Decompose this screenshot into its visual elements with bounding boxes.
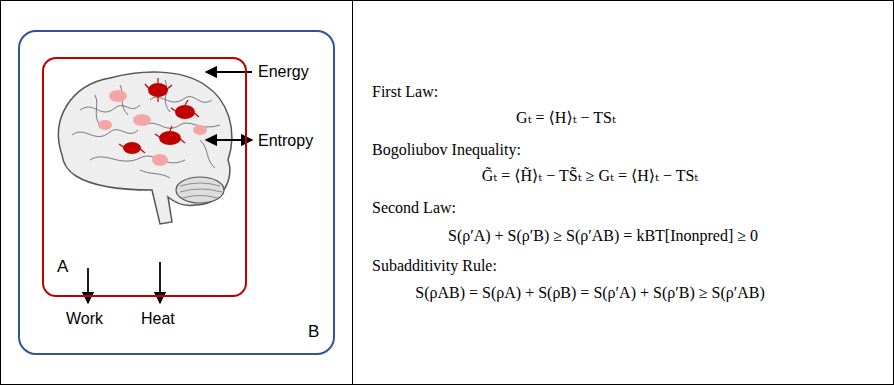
flow-label: Energy: [258, 62, 309, 81]
equation: S(ρAB) = S(ρA) + S(ρB) = S(ρ′A) + S(ρ′B)…: [415, 283, 765, 302]
system-a-box: A: [42, 57, 247, 297]
flow-label: Work: [66, 309, 103, 328]
work-arrow: [87, 268, 89, 303]
brain-illustration: [59, 72, 232, 224]
flow-label: Heat: [141, 309, 175, 328]
equation: G̃ₜ = ⟨H̃⟩ₜ − TS̃ₜ ≥ Gₜ = ⟨H⟩ₜ − TSₜ: [482, 166, 699, 185]
law-heading: Second Law:: [372, 198, 456, 217]
divider: [352, 0, 353, 385]
flow-label: Entropy: [258, 131, 313, 150]
equation: Gₜ = ⟨H⟩ₜ − TSₜ: [516, 108, 616, 127]
equation: S(ρ′A) + S(ρ′B) ≥ S(ρ′AB) = kBT[Inonpred…: [448, 226, 758, 245]
law-heading: Subadditivity Rule:: [372, 256, 497, 275]
node-label: A: [57, 257, 68, 277]
law-heading: First Law:: [372, 82, 438, 101]
flow-arrows: [88, 72, 252, 303]
law-heading: Bogoliubov Inequality:: [372, 140, 521, 159]
node-label: B: [308, 322, 319, 342]
